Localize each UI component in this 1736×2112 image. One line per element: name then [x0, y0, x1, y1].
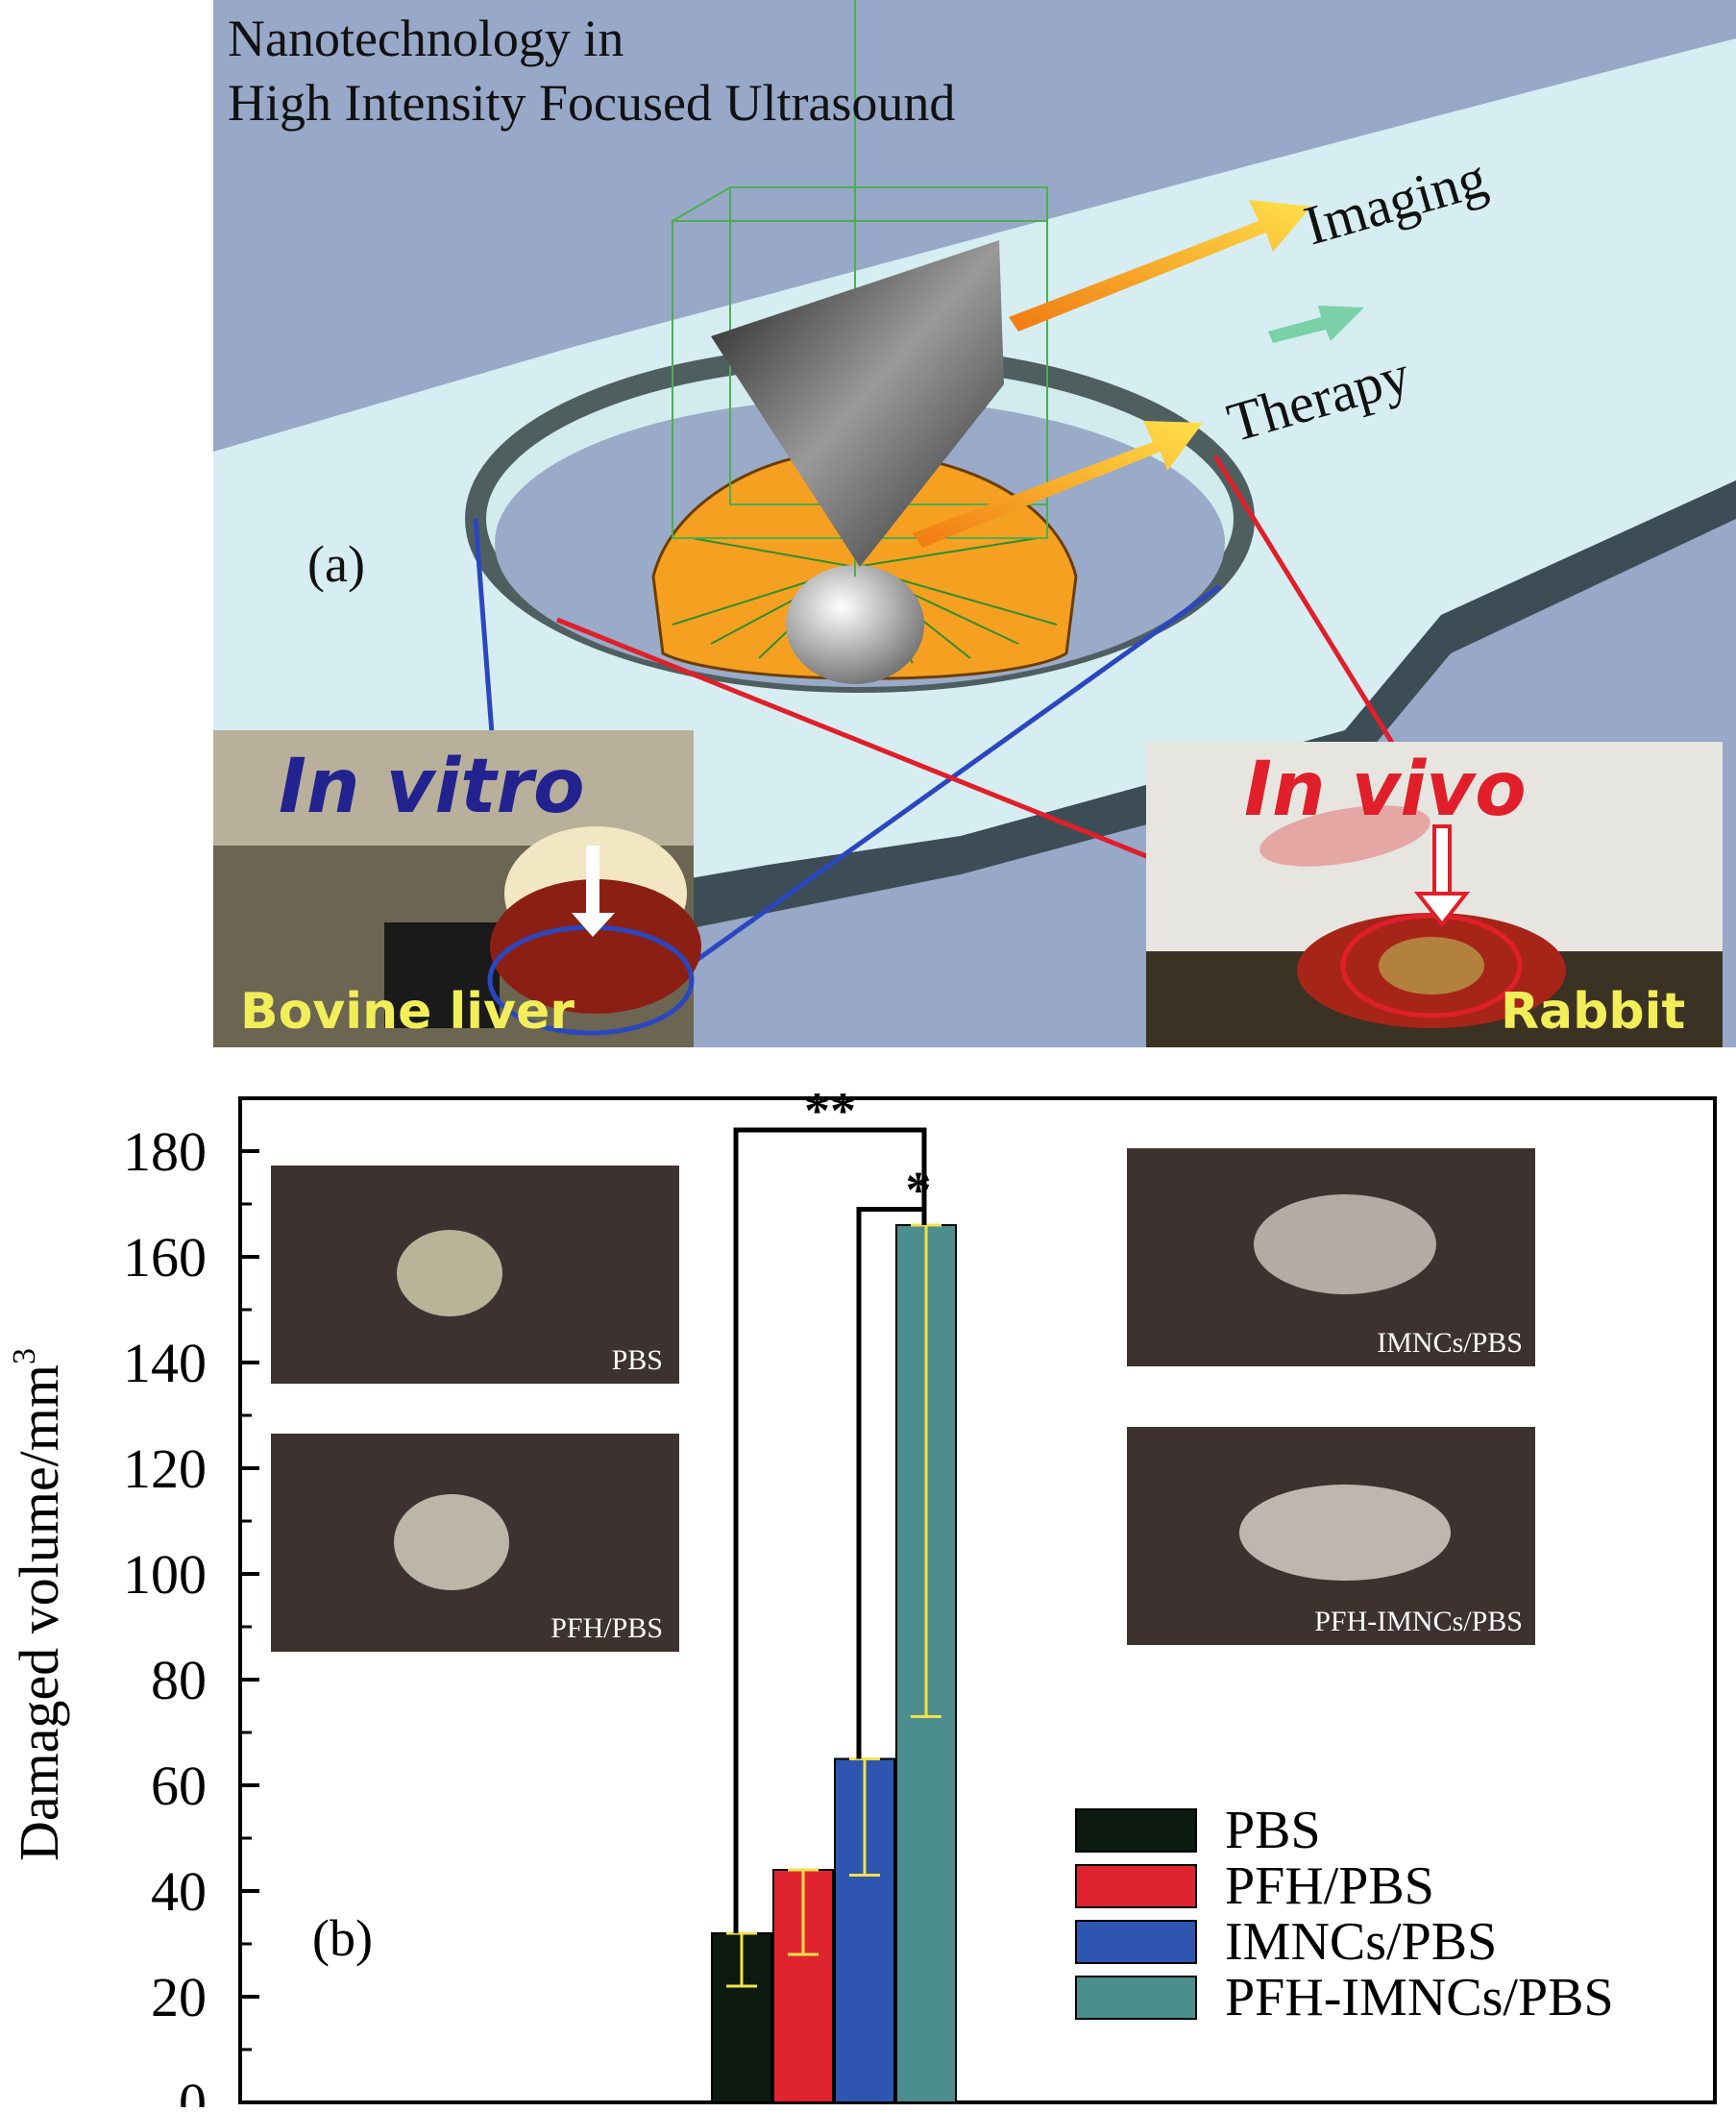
- legend-label: IMNCs/PBS: [1225, 1912, 1497, 1972]
- inset-label-pfh-imncs: PFH-IMNCs/PBS: [1314, 1606, 1523, 1637]
- inset-label-pbs: PBS: [612, 1344, 663, 1376]
- therapy-arrow: [913, 421, 1203, 548]
- damaged-volume-chart: 0 20 40 60 80 100 120 140 160 180 Damaged volume/…: [7, 1082, 1717, 2112]
- y-axis-label: Damaged volume/mm3: [7, 1348, 70, 1861]
- transducer-dome: [786, 565, 924, 684]
- y-tick-label: 180: [123, 1120, 207, 1183]
- y-tick-label: 40: [151, 1860, 207, 1923]
- invitro-heading: In vitro: [279, 744, 585, 830]
- significance-label: **: [804, 1082, 856, 1140]
- y-axis: 0 20 40 60 80 100 120 140 160 180: [123, 1120, 259, 2112]
- legend-swatch: [1075, 1920, 1197, 1964]
- y-tick-label: 60: [151, 1755, 207, 1817]
- invivo-caption: Rabbit: [1501, 983, 1685, 1041]
- panel-b-chart: 0 20 40 60 80 100 120 140 160 180 Damaged volume/…: [0, 1067, 1736, 2112]
- legend-swatch: [1075, 1808, 1197, 1853]
- invitro-photo: In vitro Bovine liver: [213, 730, 701, 1047]
- legend-label: PFH/PBS: [1225, 1856, 1434, 1916]
- significance-bracket: [856, 1207, 927, 1759]
- inset-photo-imncs: IMNCs/PBS: [1127, 1148, 1535, 1366]
- ultrasound-image: [711, 240, 1004, 567]
- y-tick-label: 80: [151, 1649, 207, 1711]
- y-tick-label: 20: [151, 1966, 207, 2028]
- inset-photo-pfh: PFH/PBS: [271, 1434, 679, 1652]
- legend-swatch: [1075, 1976, 1197, 2020]
- legend-label: PFH-IMNCs/PBS: [1225, 1968, 1614, 2027]
- panel-a-label: (a): [307, 535, 365, 593]
- inset-photo-pfh-imncs: PFH-IMNCs/PBS: [1127, 1427, 1535, 1645]
- invivo-circle: [1340, 913, 1523, 1019]
- y-tick-label: 140: [123, 1332, 207, 1394]
- significance-bracket: [733, 1127, 927, 1933]
- bar-series: [711, 1223, 957, 2103]
- legend-label: PBS: [1225, 1801, 1321, 1860]
- hifu-illustration: Nanotechnology in High Intensity Focused…: [213, 0, 1736, 1047]
- y-tick-label: 120: [123, 1437, 207, 1500]
- y-tick-label: 100: [123, 1543, 207, 1606]
- title-line1: Nanotechnology in: [228, 10, 623, 67]
- small-arrow: [1268, 306, 1364, 343]
- panel-a-illustration: Nanotechnology in High Intensity Focused…: [213, 0, 1736, 1047]
- title-line2: High Intensity Focused Ultrasound: [228, 74, 955, 132]
- invivo-heading: In vivo: [1244, 747, 1527, 833]
- inset-photo-pbs: PBS: [271, 1166, 679, 1384]
- inset-label-pfh: PFH/PBS: [550, 1612, 663, 1644]
- invitro-caption: Bovine liver: [240, 983, 575, 1041]
- significance-brackets: ***: [733, 1082, 932, 1933]
- y-tick-label: 160: [123, 1226, 207, 1289]
- inset-label-imncs: IMNCs/PBS: [1377, 1327, 1523, 1359]
- legend-swatch: [1075, 1864, 1197, 1908]
- imaging-arrow: [1009, 200, 1311, 332]
- invivo-photo: In vivo Rabbit: [1146, 742, 1723, 1047]
- y-tick-label: 0: [179, 2072, 207, 2107]
- panel-b-label: (b): [312, 1909, 373, 1967]
- significance-label: *: [906, 1162, 932, 1219]
